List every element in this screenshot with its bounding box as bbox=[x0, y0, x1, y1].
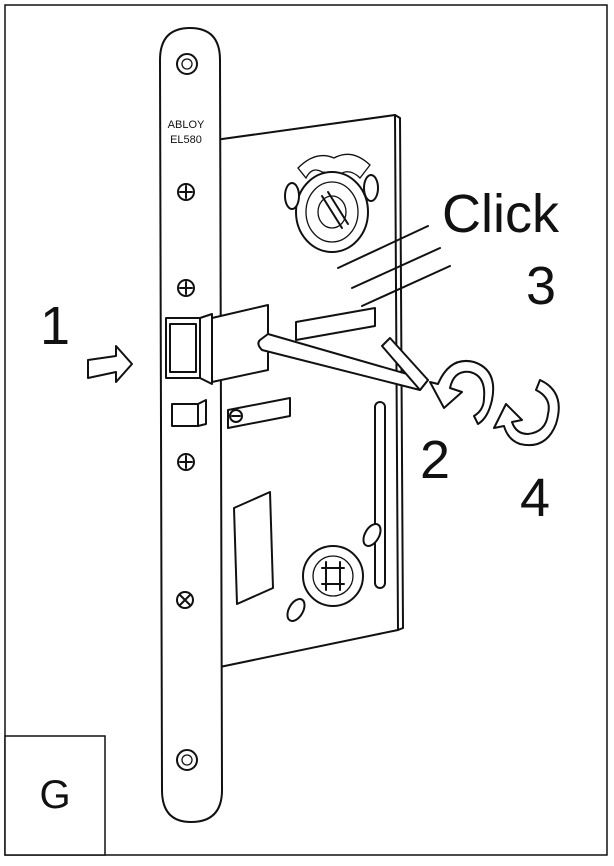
faceplate: ABLOY EL580 bbox=[159, 27, 223, 823]
faceplate-model: EL580 bbox=[170, 134, 202, 146]
step-4-label: 4 bbox=[520, 468, 550, 528]
screw-3 bbox=[177, 453, 195, 471]
faceplate-brand: ABLOY bbox=[168, 119, 205, 131]
step-3-label: 3 bbox=[526, 256, 556, 316]
step-1-label: 1 bbox=[40, 296, 70, 356]
screw-4 bbox=[176, 591, 194, 609]
step-2-label: 2 bbox=[420, 430, 450, 490]
latch-bolt bbox=[165, 313, 213, 385]
outer-frame bbox=[4, 4, 608, 856]
lock-case bbox=[214, 114, 404, 669]
top-mount-hole bbox=[176, 53, 198, 75]
auxiliary-latch bbox=[171, 399, 207, 427]
screw-2 bbox=[177, 279, 195, 297]
bottom-mount-hole bbox=[176, 749, 198, 771]
rotate-arrow-counterclockwise bbox=[493, 379, 560, 446]
click-sound-lines bbox=[337, 225, 451, 307]
rotate-arrow-clockwise bbox=[429, 360, 495, 425]
click-label: Click bbox=[442, 184, 560, 244]
screw-1 bbox=[177, 183, 195, 201]
hex-key bbox=[257, 333, 429, 391]
panel-label-box bbox=[4, 735, 106, 856]
push-arrow bbox=[87, 345, 133, 383]
panel-label: G bbox=[39, 773, 70, 817]
